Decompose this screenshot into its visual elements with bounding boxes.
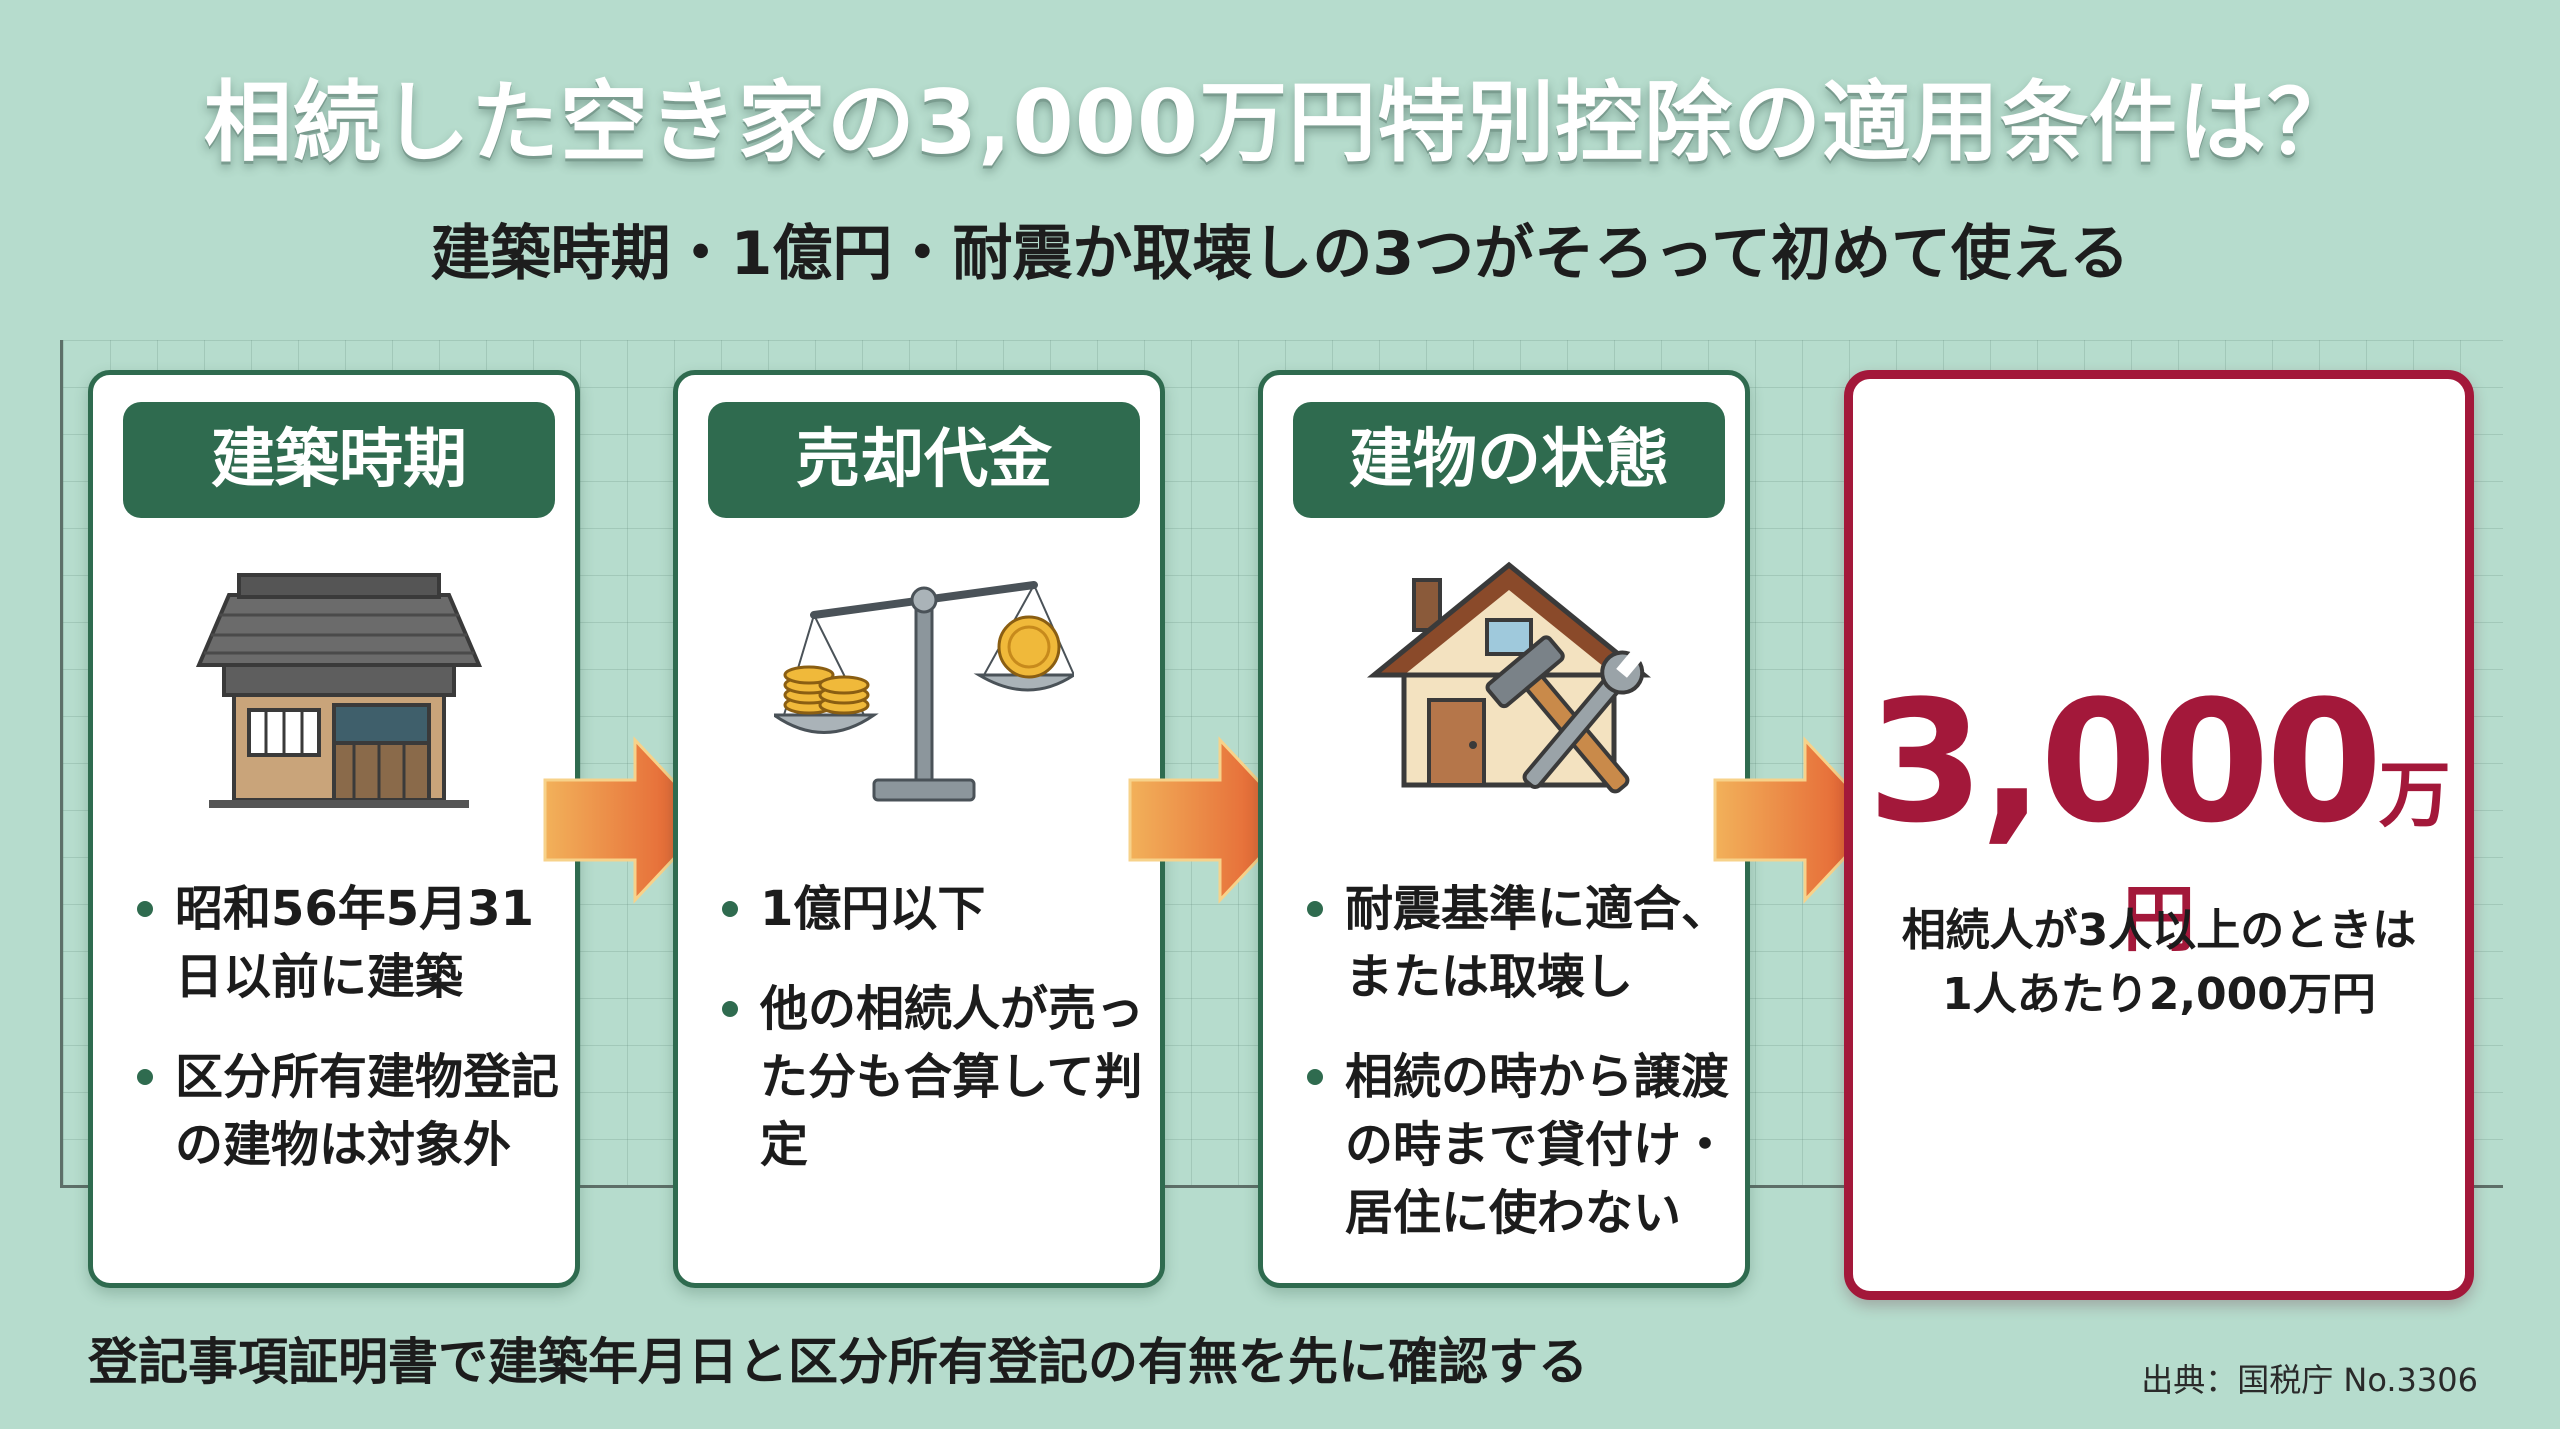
arrow-right-icon [1713,736,1883,904]
bullet-item: 昭和56年5月31日以前に建築 [129,875,559,1011]
result-card-deduction-amount: 3,000万円 相続人が3人以上のときは 1人あたり2,000万円 [1844,370,2474,1300]
arrow-right-icon [543,736,713,904]
card-heading: 建物の状態 [1293,402,1725,518]
bullet-list: 1億円以下 他の相続人が売った分も合算して判定 [714,875,1144,1211]
page-subtitle: 建築時期・1億円・耐震か取壊しの3つがそろって初めて使える [430,219,2130,289]
result-note-line: 相続人が3人以上のときは [1901,905,2417,956]
bullet-item: 相続の時から譲渡の時まで貸付け・居住に使わない [1299,1043,1729,1247]
condition-card-construction-period: 建築時期 昭和56年5月31日以前に建築 区分所有建物登記の建物は対象外 [88,370,580,1288]
page-title: 相続した空き家の3,000万円特別控除の適用条件は？ [203,71,2357,174]
bullet-list: 昭和56年5月31日以前に建築 区分所有建物登記の建物は対象外 [129,875,559,1211]
footer-note: 登記事項証明書で建築年月日と区分所有登記の有無を先に確認する [88,1333,1588,1391]
amount-unit: 万円 [2122,753,2451,961]
bullet-item: 他の相続人が売った分も合算して判定 [714,975,1144,1179]
bullet-list: 耐震基準に適合、または取壊し 相続の時から譲渡の時まで貸付け・居住に使わない [1299,875,1729,1279]
old-house-icon [195,573,483,808]
result-note: 相続人が3人以上のときは 1人あたり2,000万円 [1873,899,2445,1027]
result-note-line: 1人あたり2,000万円 [1942,969,2376,1020]
arrow-right-icon [1128,736,1298,904]
bullet-item: 1億円以下 [714,875,1144,943]
house-tools-icon [1366,561,1652,794]
card-heading: 売却代金 [708,402,1140,518]
bullet-item: 区分所有建物登記の建物は対象外 [129,1043,559,1179]
source-citation: 出典：国税庁 No.3306 [2141,1361,2478,1399]
card-heading: 建築時期 [123,402,555,518]
condition-card-sale-price: 売却代金 1億円以下 他の相続人が売った分も合算して判定 [673,370,1165,1288]
condition-card-building-condition: 建物の状態 耐震基準に適合、または取壊し 相続の時から譲渡の時まで貸付け・居住に… [1258,370,1750,1288]
amount-number: 3,000 [1867,664,2382,860]
bullet-item: 耐震基準に適合、または取壊し [1299,875,1729,1011]
deduction-amount: 3,000万円 [1853,664,2465,965]
balance-scale-coins-icon [774,581,1074,802]
